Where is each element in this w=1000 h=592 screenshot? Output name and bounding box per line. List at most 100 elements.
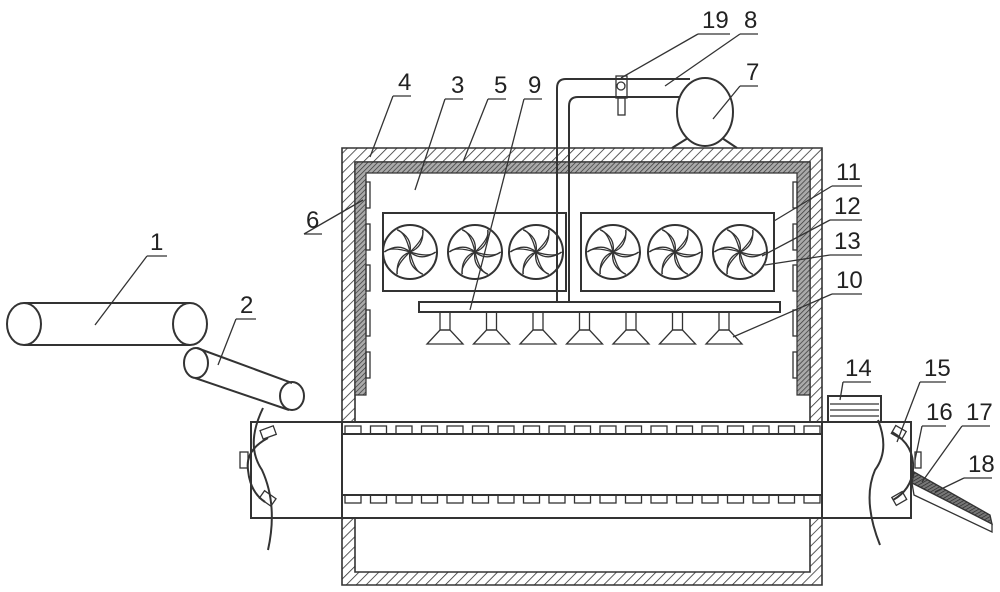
fan-blade <box>396 251 411 275</box>
feed-conveyor <box>6 302 208 346</box>
roller-top <box>420 425 439 435</box>
fan-blade-edge <box>599 251 614 275</box>
leader-line <box>712 85 741 120</box>
fan-blade-edge <box>522 251 537 275</box>
roller-top <box>650 425 668 435</box>
fan-blade-edge <box>474 229 489 253</box>
label-19: 19 <box>702 7 729 34</box>
valve <box>615 75 628 116</box>
nozzle <box>565 311 604 345</box>
label-15: 15 <box>924 355 951 382</box>
fan-blade-edge <box>726 229 741 253</box>
roller-top <box>777 425 796 435</box>
nozzle <box>704 311 744 345</box>
air-duct <box>556 78 690 302</box>
label-10: 10 <box>836 267 863 294</box>
leader-line <box>94 255 148 326</box>
fan-blade <box>522 251 537 275</box>
fan-blade <box>661 251 676 275</box>
fan-blade <box>674 229 689 253</box>
fan-blade-edge <box>661 229 676 253</box>
label-5: 5 <box>494 72 507 99</box>
label-6: 6 <box>306 207 319 234</box>
inclined-roller <box>183 347 305 411</box>
label-13: 13 <box>834 228 861 255</box>
roller-top <box>573 425 592 435</box>
roller-bottom <box>395 494 413 504</box>
fan-blade-edge <box>739 251 767 256</box>
fan-blade-edge <box>648 248 676 253</box>
roller-bottom <box>650 494 668 504</box>
roller-top <box>522 425 541 435</box>
fan <box>585 224 641 280</box>
roller-bottom <box>344 494 362 504</box>
fan-blade-edge <box>586 248 614 253</box>
nozzle <box>472 311 511 345</box>
roller-bottom <box>599 494 617 504</box>
leader-line <box>839 381 844 401</box>
fan <box>382 224 438 280</box>
leader-line <box>732 293 833 338</box>
roller-bottom <box>573 494 592 504</box>
fan-blade-edge <box>396 251 411 275</box>
roller-bottom <box>803 494 821 504</box>
nozzle <box>611 311 651 345</box>
label-17: 17 <box>966 399 993 426</box>
leader-line <box>914 425 923 461</box>
fan-blade-edge <box>674 251 702 256</box>
roller-top <box>395 425 413 435</box>
label-8: 8 <box>744 7 757 34</box>
roller-top <box>726 425 745 435</box>
fan-blade-edge <box>509 248 537 253</box>
leader-line <box>462 98 489 163</box>
fan-blade <box>612 229 627 253</box>
fan-blade-edge <box>448 248 476 253</box>
fan <box>508 224 564 280</box>
roller-bottom <box>369 494 388 504</box>
nozzle <box>518 311 558 345</box>
roller-top <box>471 425 490 435</box>
fan-blade <box>535 229 550 253</box>
fan-blade-edge <box>535 251 563 256</box>
nozzle <box>425 311 465 345</box>
roller-top <box>446 425 464 435</box>
fan <box>447 224 503 280</box>
roller-top <box>548 425 566 435</box>
rollers <box>344 425 821 504</box>
roller-top <box>344 425 362 435</box>
leader-lines <box>94 33 992 493</box>
leader-line <box>761 219 831 257</box>
roller-bottom <box>701 494 719 504</box>
roller-bottom <box>777 494 796 504</box>
fan-blade-edge <box>726 251 741 275</box>
label-18: 18 <box>968 451 995 478</box>
roller-bottom <box>624 494 643 504</box>
roller-top <box>675 425 694 435</box>
roller-bottom <box>420 494 439 504</box>
roller-top <box>497 425 515 435</box>
roller-top <box>752 425 770 435</box>
label-11: 11 <box>836 159 861 186</box>
leader-line <box>773 185 833 222</box>
leader-line <box>469 98 525 311</box>
leader-line <box>303 199 364 235</box>
fan-blade-edge <box>396 229 411 253</box>
fan-blade-edge <box>461 251 476 275</box>
roller-bottom <box>446 494 464 504</box>
fan-blade <box>739 229 754 253</box>
leader-line <box>664 33 741 87</box>
fan-blade-edge <box>409 229 424 253</box>
fan-blade-edge <box>409 251 424 275</box>
blower-motor <box>671 77 738 149</box>
label-7: 7 <box>746 59 759 86</box>
leader-line <box>764 254 831 266</box>
fan-blade <box>409 229 424 253</box>
roller-bottom <box>497 494 515 504</box>
fan-blade-edge <box>461 229 476 253</box>
fan-blade <box>599 251 614 275</box>
fan-blade-edge <box>739 229 754 253</box>
roller-bottom <box>675 494 694 504</box>
roller-top <box>803 425 821 435</box>
fan-blade-edge <box>612 229 627 253</box>
roller-bottom <box>522 494 541 504</box>
